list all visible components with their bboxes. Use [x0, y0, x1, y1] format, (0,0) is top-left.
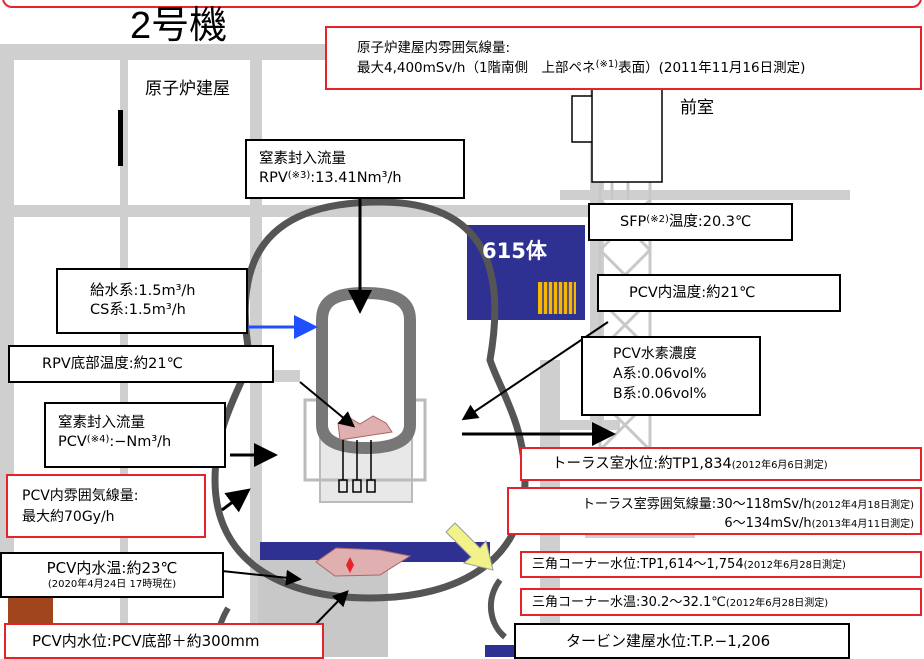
hydrogen-title: PCV水素濃度 [613, 346, 697, 362]
pcv-atmosphere-dose-box: PCV内雰囲気線量: 最大約70Gy/h [6, 474, 206, 538]
torus-dose-line2: 6～134mSv/h(2013年4月11日測定) [724, 516, 914, 531]
nitrogen-pcv-value: PCV(※4):−Nm³/h [58, 434, 172, 450]
pcv-water-temp-value: PCV内水温:約23℃ [46, 559, 178, 577]
pcv-water-level-box: PCV内水位:PCV底部＋約300mm [4, 623, 324, 659]
spent-fuel-count: 615体 [482, 239, 547, 263]
hydrogen-a: A系:0.06vol% [613, 366, 707, 382]
hydrogen-b: B系:0.06vol% [613, 386, 707, 402]
triangle-corner-level-box: 三角コーナー水位:TP1,614～1,754(2012年6月28日測定) [520, 551, 922, 578]
nitrogen-rpv-title: 窒素封入流量 [259, 151, 346, 167]
sfp-temperature-box: SFP(※2)温度:20.3℃ [588, 203, 793, 241]
cs-line: CS系:1.5m³/h [90, 302, 186, 318]
feedwater-box: 給水系:1.5m³/h CS系:1.5m³/h [56, 268, 248, 334]
nitrogen-pcv-title: 窒素封入流量 [58, 415, 145, 431]
rpv-bottom-temperature-box: RPV底部温度:約21℃ [8, 345, 274, 383]
building-atmosphere-dose-line2: 最大4,400mSv/h（1階南側 上部ペネ(※1)表面）(2011年11月16… [357, 59, 806, 76]
triangle-corner-temp-box: 三角コーナー水温:30.2～32.1℃(2012年6月28日測定) [520, 588, 922, 616]
unit-title: 2号機 [130, 5, 228, 47]
pcv-hydrogen-box: PCV水素濃度 A系:0.06vol% B系:0.06vol% [581, 336, 761, 416]
turbine-building-level-box: タービン建屋水位:T.P.−1,206 [514, 623, 850, 659]
pcv-dose-value: 最大約70Gy/h [22, 509, 115, 525]
nitrogen-rpv-value: RPV(※3):13.41Nm³/h [259, 170, 402, 186]
torus-dose-line1: トーラス室雰囲気線量:30～118mSv/h(2012年4月18日測定) [581, 497, 914, 512]
pcv-water-temperature-box: PCV内水温:約23℃ (2020年4月24日 17時現在) [0, 552, 224, 598]
torus-water-level-box: トーラス室水位:約TP1,834(2012年6月6日測定) [520, 447, 922, 481]
pcv-dose-title: PCV内雰囲気線量: [22, 488, 139, 504]
building-label: 原子炉建屋 [145, 79, 230, 99]
anteroom-label: 前室 [680, 98, 714, 118]
pcv-water-temp-note: (2020年4月24日 17時現在) [47, 579, 177, 590]
building-atmosphere-dose-box: 原子炉建屋内雰囲気線量: 最大4,400mSv/h（1階南側 上部ペネ(※1)表… [325, 26, 922, 90]
torus-room-dose-box: トーラス室雰囲気線量:30～118mSv/h(2012年4月18日測定) 6～1… [507, 487, 922, 535]
feedwater-line: 給水系:1.5m³/h [90, 283, 196, 299]
pcv-temperature-box: PCV内温度:約21℃ [597, 274, 841, 312]
nitrogen-rpv-box: 窒素封入流量 RPV(※3):13.41Nm³/h [245, 139, 465, 199]
building-atmosphere-dose-line1: 原子炉建屋内雰囲気線量: [357, 40, 511, 56]
nitrogen-pcv-box: 窒素封入流量 PCV(※4):−Nm³/h [44, 402, 226, 468]
